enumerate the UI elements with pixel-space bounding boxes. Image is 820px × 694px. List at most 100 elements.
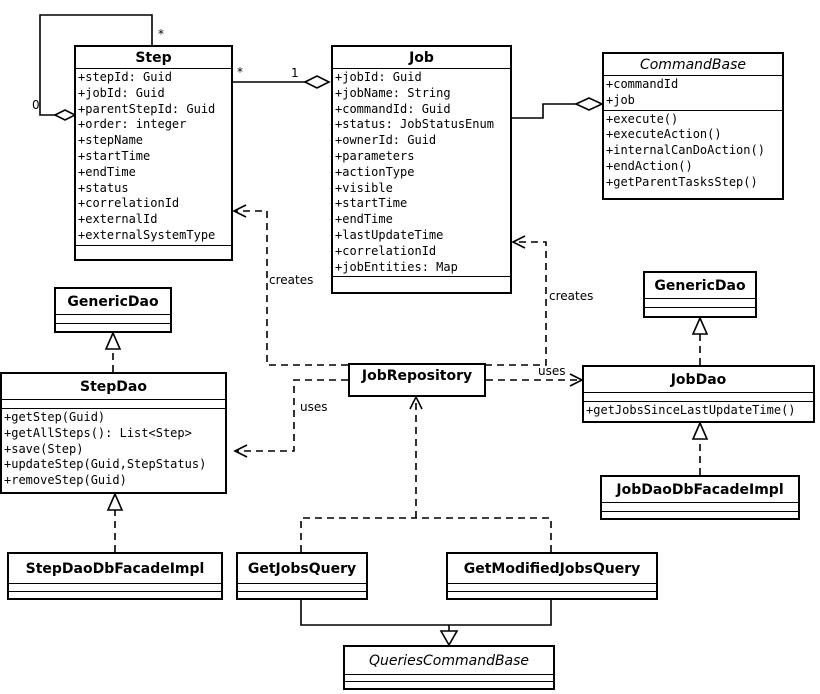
class-generic-dao-right[interactable]: GenericDao — [643, 271, 757, 318]
class-job-dao-db-facade-impl[interactable]: JobDaoDbFacadeImpl — [600, 475, 800, 520]
class-step[interactable]: Step +stepId: Guid+jobId: Guid+parentSte… — [74, 45, 233, 261]
operations-section — [9, 592, 221, 598]
class-name: GenericDao — [645, 273, 755, 299]
attribute: +endTime — [78, 164, 136, 179]
operations-section — [238, 592, 366, 598]
class-name: JobRepository — [361, 368, 473, 384]
class-job-dao[interactable]: JobDao +getJobsSinceLastUpdateTime() — [582, 365, 815, 423]
operation: +getAllSteps(): List<Step> — [4, 425, 192, 440]
attributes-section — [238, 584, 366, 592]
class-job-repository[interactable]: JobRepository — [348, 363, 486, 397]
class-name: CommandBase — [604, 54, 782, 76]
job-commandbase-association-line — [512, 103, 576, 119]
step-self-aggregation-diamond — [53, 109, 77, 121]
class-name: GenericDao — [56, 289, 170, 315]
operations-section: +getStep(Guid)+getAllSteps(): List<Step>… — [2, 409, 225, 490]
attribute: +status — [78, 180, 129, 195]
class-command-base[interactable]: CommandBase +commandId+job +execute()+ex… — [602, 52, 784, 200]
getjobsquery-dependency-line — [300, 517, 416, 552]
operations-section — [76, 246, 231, 252]
attribute: +parameters — [335, 148, 415, 163]
attribute: +visible — [335, 180, 393, 195]
class-name: StepDao — [2, 374, 225, 400]
queries-generalization-arrow — [439, 630, 459, 647]
class-job[interactable]: Job +jobId: Guid+jobName: String+command… — [331, 45, 512, 294]
operation: +getParentTasksStep() — [606, 174, 758, 189]
attribute: +status: JobStatusEnum — [335, 117, 494, 132]
attribute: +commandId — [606, 77, 679, 91]
attribute: +lastUpdateTime — [335, 227, 444, 242]
creates-step-arrowhead — [232, 204, 247, 218]
creates-job-label: creates — [549, 289, 594, 303]
attribute: +parentStepId: Guid — [78, 101, 216, 116]
attribute: +externalSystemType — [78, 227, 216, 242]
attributes-section — [584, 393, 813, 402]
getmodifiedjobsquery-generalization-line — [449, 600, 552, 626]
attributes-section: +stepId: Guid+jobId: Guid+parentStepId: … — [76, 69, 231, 246]
operation: +removeStep(Guid) — [4, 473, 127, 488]
queries-repository-arrowhead — [409, 395, 423, 410]
operation: +save(Step) — [4, 441, 84, 456]
class-name: Step — [76, 47, 231, 69]
attributes-section — [602, 503, 798, 512]
attributes-section — [2, 400, 225, 409]
operations-section — [448, 592, 656, 598]
class-step-dao-db-facade-impl[interactable]: StepDaoDbFacadeImpl — [7, 552, 223, 600]
operations-section — [345, 682, 553, 688]
class-name: StepDaoDbFacadeImpl — [9, 554, 221, 584]
attributes-section — [56, 315, 170, 324]
attribute: +stepName — [78, 133, 144, 148]
uses-stepdao-dependency-line — [237, 379, 348, 452]
class-name: JobDaoDbFacadeImpl — [602, 477, 798, 503]
operation: +getJobsSinceLastUpdateTime() — [586, 403, 796, 417]
self-association-multiplicity-zero: 0 — [32, 98, 40, 112]
attribute: +actionType — [335, 164, 415, 179]
attributes-section — [345, 675, 553, 682]
attribute: +commandId: Guid — [335, 101, 451, 116]
operations-section: +getJobsSinceLastUpdateTime() — [584, 402, 813, 420]
job-aggregation-diamond — [303, 75, 331, 89]
attribute: +correlationId — [335, 243, 437, 258]
attributes-section — [645, 299, 755, 308]
attribute: +order: integer — [78, 117, 187, 132]
class-queries-command-base[interactable]: QueriesCommandBase — [343, 645, 555, 690]
attribute: +jobId: Guid — [335, 70, 422, 84]
operations-section — [645, 308, 755, 314]
step-job-multiplicity-star: * — [237, 65, 243, 79]
class-get-jobs-query[interactable]: GetJobsQuery — [236, 552, 368, 600]
operation: +executeAction() — [606, 127, 722, 142]
operation: +execute() — [606, 111, 679, 126]
step-job-multiplicity-one: 1 — [291, 66, 299, 80]
attributes-section — [9, 584, 221, 592]
operations-section: +execute()+executeAction()+internalCanDo… — [604, 111, 782, 192]
class-step-dao[interactable]: StepDao +getStep(Guid)+getAllSteps(): Li… — [0, 372, 227, 494]
jobdao-realization-arrow — [691, 316, 709, 335]
stepdaoimpl-realization-arrow — [106, 492, 124, 511]
attribute: +startTime — [78, 148, 151, 163]
attribute: +externalId — [78, 212, 158, 227]
attributes-section: +commandId+job — [604, 76, 782, 111]
attribute: +correlationId — [78, 196, 180, 211]
attribute: +job — [606, 92, 635, 107]
operations-section — [333, 277, 510, 283]
operations-section — [56, 324, 170, 330]
attribute: +endTime — [335, 212, 393, 227]
uses-stepdao-arrowhead — [233, 444, 248, 458]
commandbase-aggregation-diamond — [574, 97, 604, 111]
creates-step-dependency-line — [236, 210, 348, 366]
class-get-modified-jobs-query[interactable]: GetModifiedJobsQuery — [446, 552, 658, 600]
operation: +endAction() — [606, 158, 693, 173]
operation: +internalCanDoAction() — [606, 143, 765, 158]
uses-stepdao-label: uses — [300, 400, 328, 414]
jobdaoimpl-realization-arrow — [691, 421, 709, 440]
attribute: +startTime — [335, 196, 408, 211]
operation: +updateStep(Guid,StepStatus) — [4, 457, 207, 472]
attribute: +jobName: String — [335, 85, 451, 100]
class-generic-dao-left[interactable]: GenericDao — [54, 287, 172, 333]
operation: +getStep(Guid) — [4, 410, 106, 424]
attribute: +stepId: Guid — [78, 70, 172, 84]
stepdao-realization-arrow — [104, 331, 122, 350]
class-name: GetJobsQuery — [238, 554, 366, 584]
class-name: JobDao — [584, 367, 813, 393]
operations-section — [602, 512, 798, 518]
